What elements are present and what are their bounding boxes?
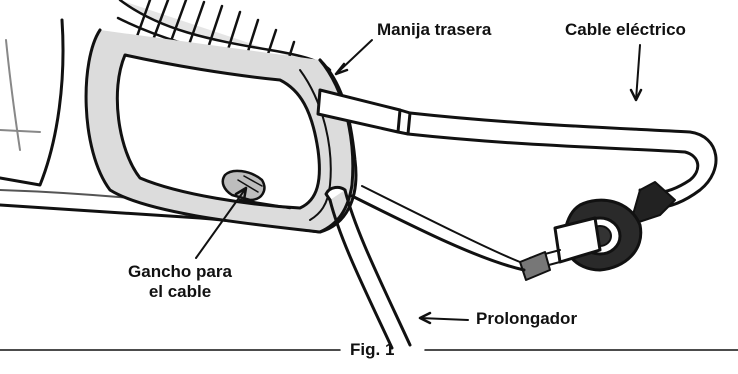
arrow-extension-cord: [420, 318, 468, 320]
extension-connector-neck: [520, 252, 550, 280]
label-extension-cord: Prolongador: [476, 309, 577, 329]
label-cord-hook: Gancho para el cable: [120, 262, 240, 302]
extension-cord-to-connector: [352, 196, 524, 270]
tool-body-left-detail-2: [0, 130, 40, 132]
figure-caption: Fig. 1: [350, 340, 394, 360]
label-power-cord: Cable eléctrico: [565, 20, 686, 40]
label-cord-hook-line2: el cable: [120, 282, 240, 302]
label-rear-handle: Manija trasera: [377, 20, 491, 40]
tool-body-left-detail: [6, 40, 20, 150]
extension-cord-to-connector-edge: [362, 186, 520, 262]
tool-body-outline: [0, 20, 63, 185]
power-cord: [410, 113, 716, 208]
label-cord-hook-line1: Gancho para: [120, 262, 240, 282]
